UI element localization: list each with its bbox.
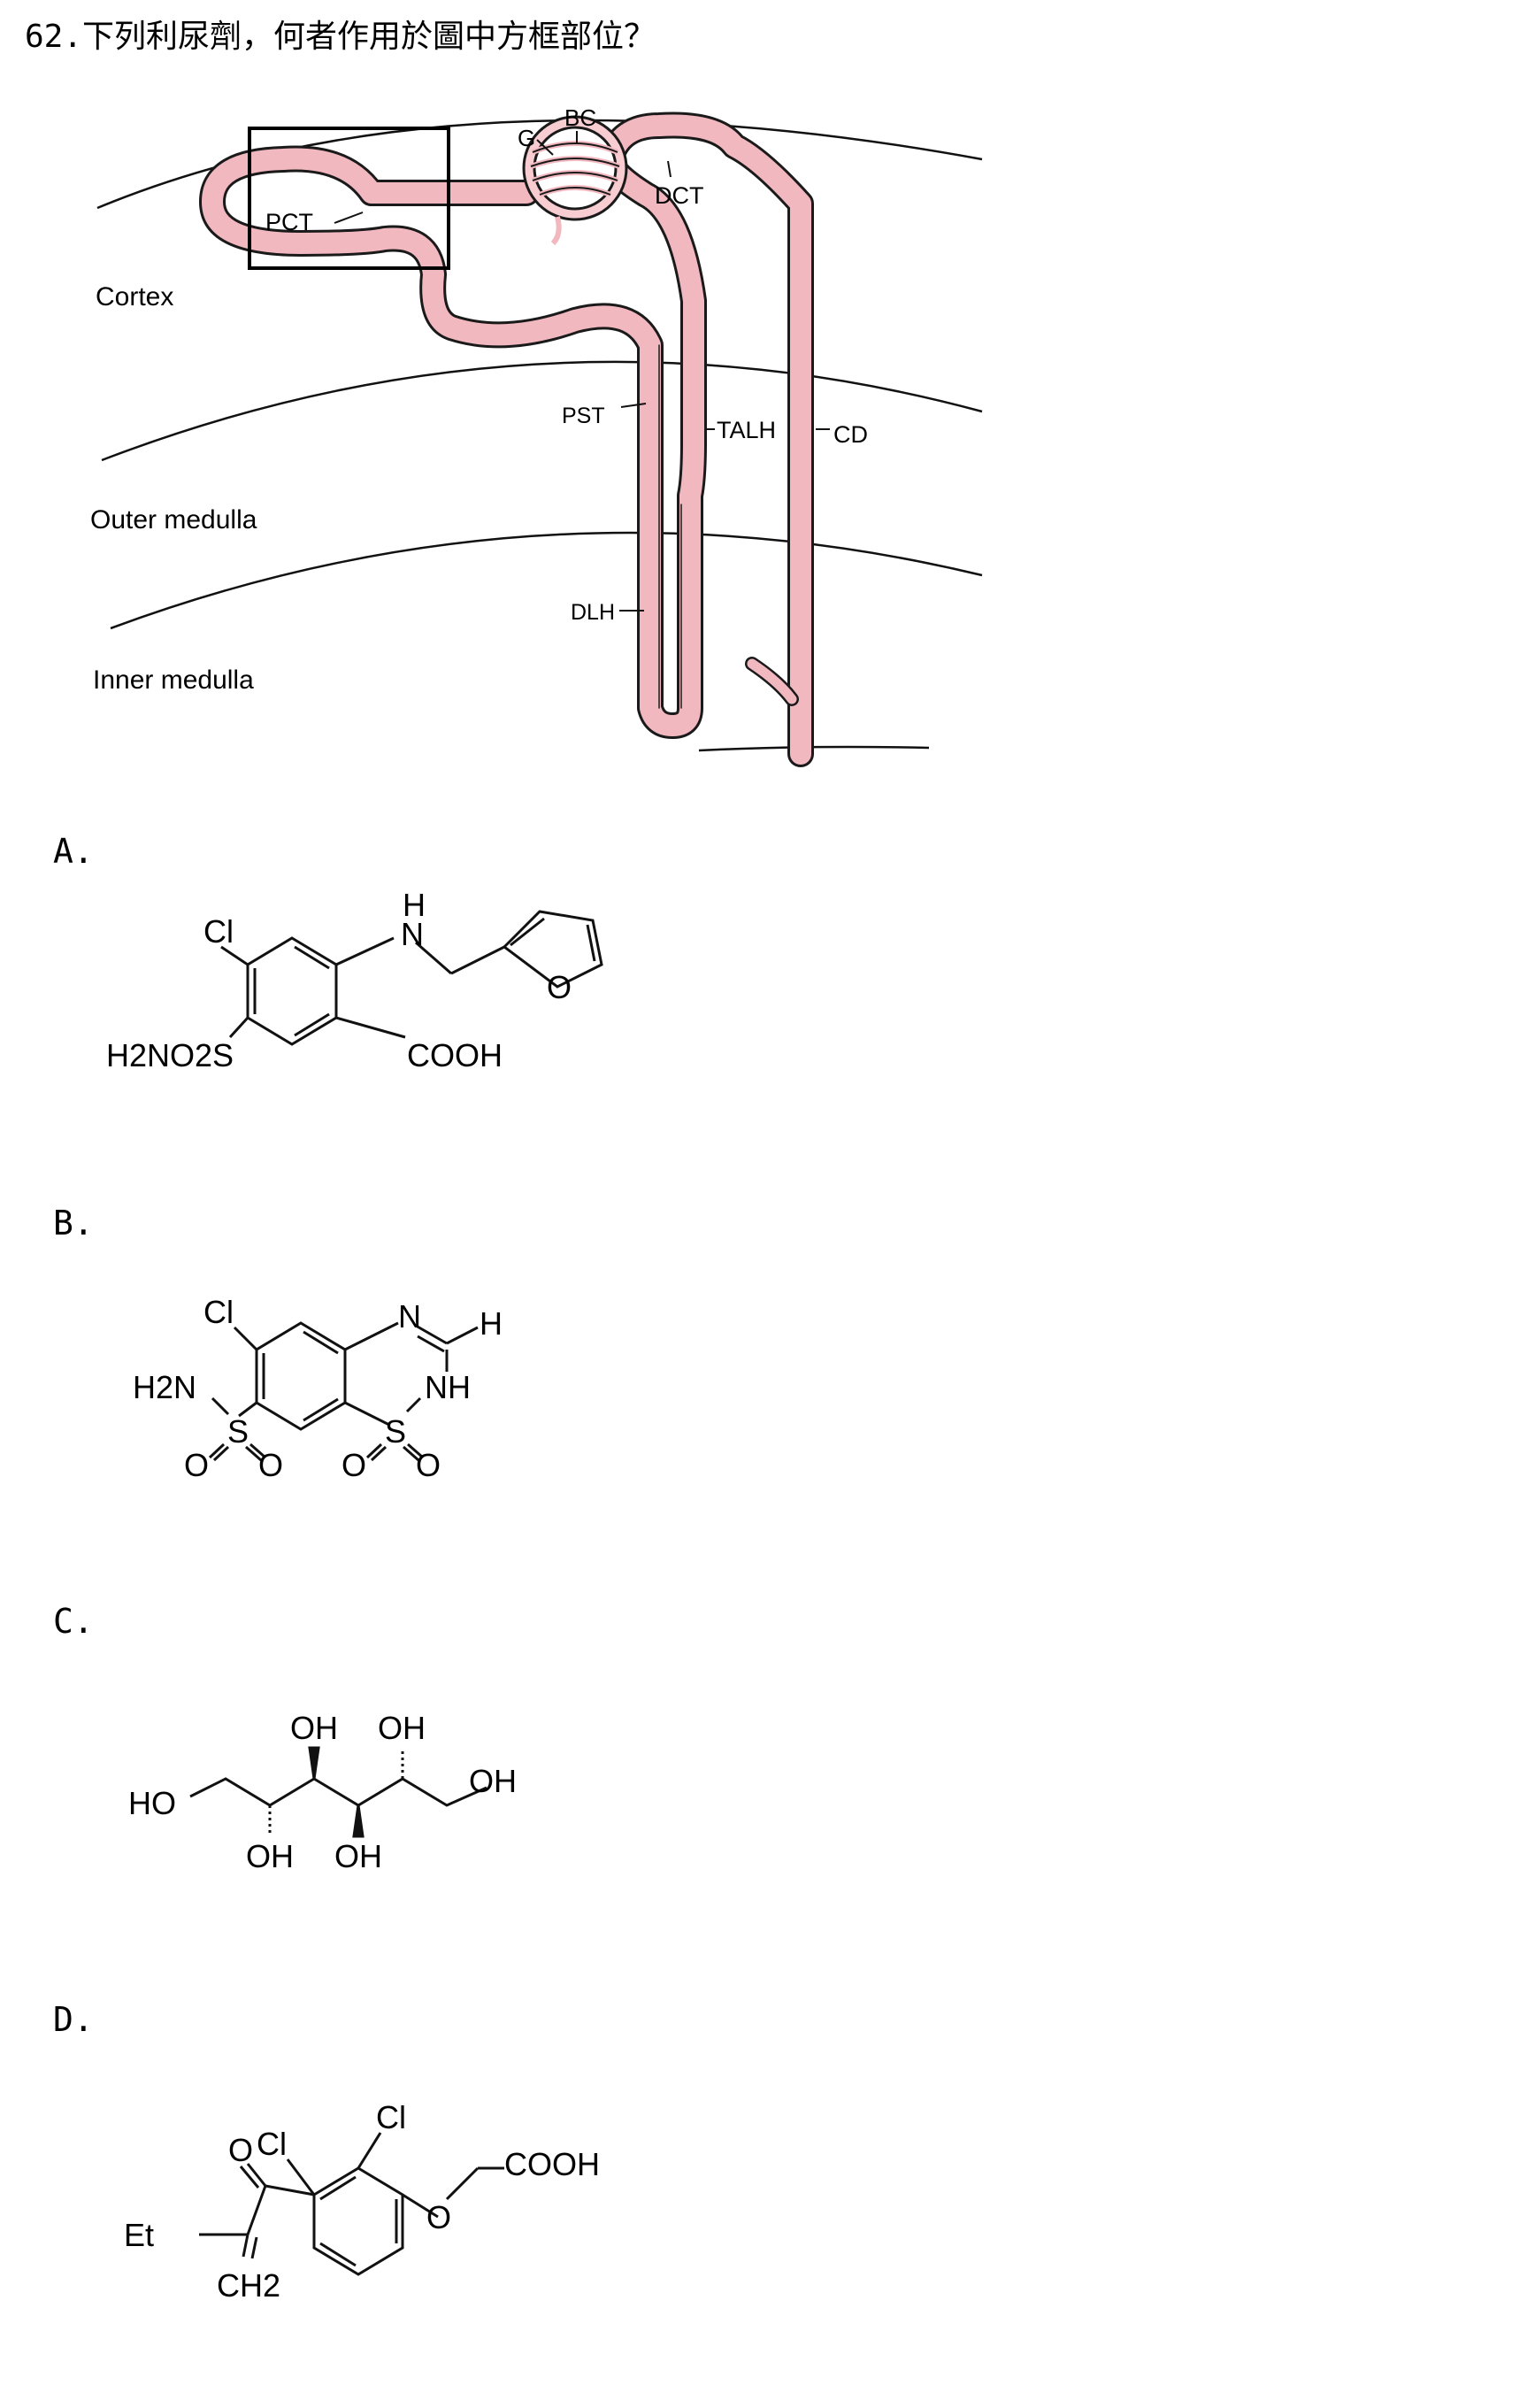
atom-s-left: S [227,1413,249,1450]
group-ho: HO [128,1785,176,1821]
label-bc: BC [564,104,596,131]
group-oh-5: OH [334,1838,382,1874]
atom-o: O [547,969,572,1005]
atom-o-3: O [342,1447,366,1483]
nephron-diagram: PCT G BC DCT Cortex PST TALH CD Outer me… [90,104,983,767]
group-oh-1: OH [290,1710,338,1746]
option-d-label[interactable]: D. [53,2000,94,2039]
label-outer-medulla: Outer medulla [90,505,257,535]
group-h2n: H2N [133,1369,196,1405]
leader-lines [334,131,830,612]
label-dct: DCT [655,182,704,209]
atom-h: H [480,1305,503,1342]
atom-nh: NH [425,1369,471,1405]
label-inner-medulla: Inner medulla [93,665,254,695]
option-b-structure[interactable]: Cl N H NH H2N S S O O O O [115,1274,575,1504]
loop-lumen [658,344,682,709]
atom-o-ketone: O [228,2132,253,2168]
option-a-structure[interactable]: Cl H N O H2NO2S COOH [97,876,646,1106]
option-c-structure[interactable]: HO OH OH OH OH OH [115,1695,610,1898]
label-g: G [518,125,535,151]
atom-o-4: O [416,1447,441,1483]
atom-cl: Cl [203,1294,234,1330]
label-cd: CD [833,421,868,448]
option-d-structure[interactable]: Cl Cl O O COOH Et CH2 [115,2080,664,2372]
atom-o-2: O [258,1447,283,1483]
group-cooh: COOH [504,2146,600,2182]
atom-h: H [403,887,426,923]
option-b-label[interactable]: B. [53,1204,94,1242]
cortex-boundary-top [96,119,983,210]
group-oh-3: OH [469,1763,517,1799]
group-et: Et [124,2217,154,2253]
label-cortex: Cortex [96,282,173,312]
atom-n: N [398,1298,421,1335]
group-oh-2: OH [378,1710,426,1746]
atom-cl-2: Cl [376,2099,406,2135]
atom-o-ether: O [426,2199,451,2235]
atom-n: N [401,916,424,952]
outer-inner-boundary [110,531,983,630]
question-stem: 62.下列利尿劑，何者作用於圖中方框部位？ [25,12,656,62]
atom-o-1: O [184,1447,209,1483]
glomerulus [522,115,628,246]
group-cooh: COOH [407,1037,503,1073]
cortex-outer-boundary [101,360,983,462]
atom-cl: Cl [203,913,234,950]
group-oh-4: OH [246,1838,294,1874]
collecting-duct-branch-fill [747,658,797,704]
option-a-label[interactable]: A. [53,832,94,871]
atom-s-right: S [385,1413,406,1450]
atom-cl-1: Cl [257,2126,287,2162]
label-dlh: DLH [571,600,615,625]
option-c-label[interactable]: C. [53,1602,94,1641]
group-sulfonamide: H2NO2S [106,1037,234,1073]
group-ch2: CH2 [217,2267,280,2304]
label-pct: PCT [265,209,313,235]
label-pst: PST [562,404,605,428]
question-text: 下列利尿劑，何者作用於圖中方框部位？ [82,19,656,55]
label-talh: TALH [717,417,776,443]
pct-highlight-box [248,127,450,270]
question-number: 62. [25,19,83,55]
